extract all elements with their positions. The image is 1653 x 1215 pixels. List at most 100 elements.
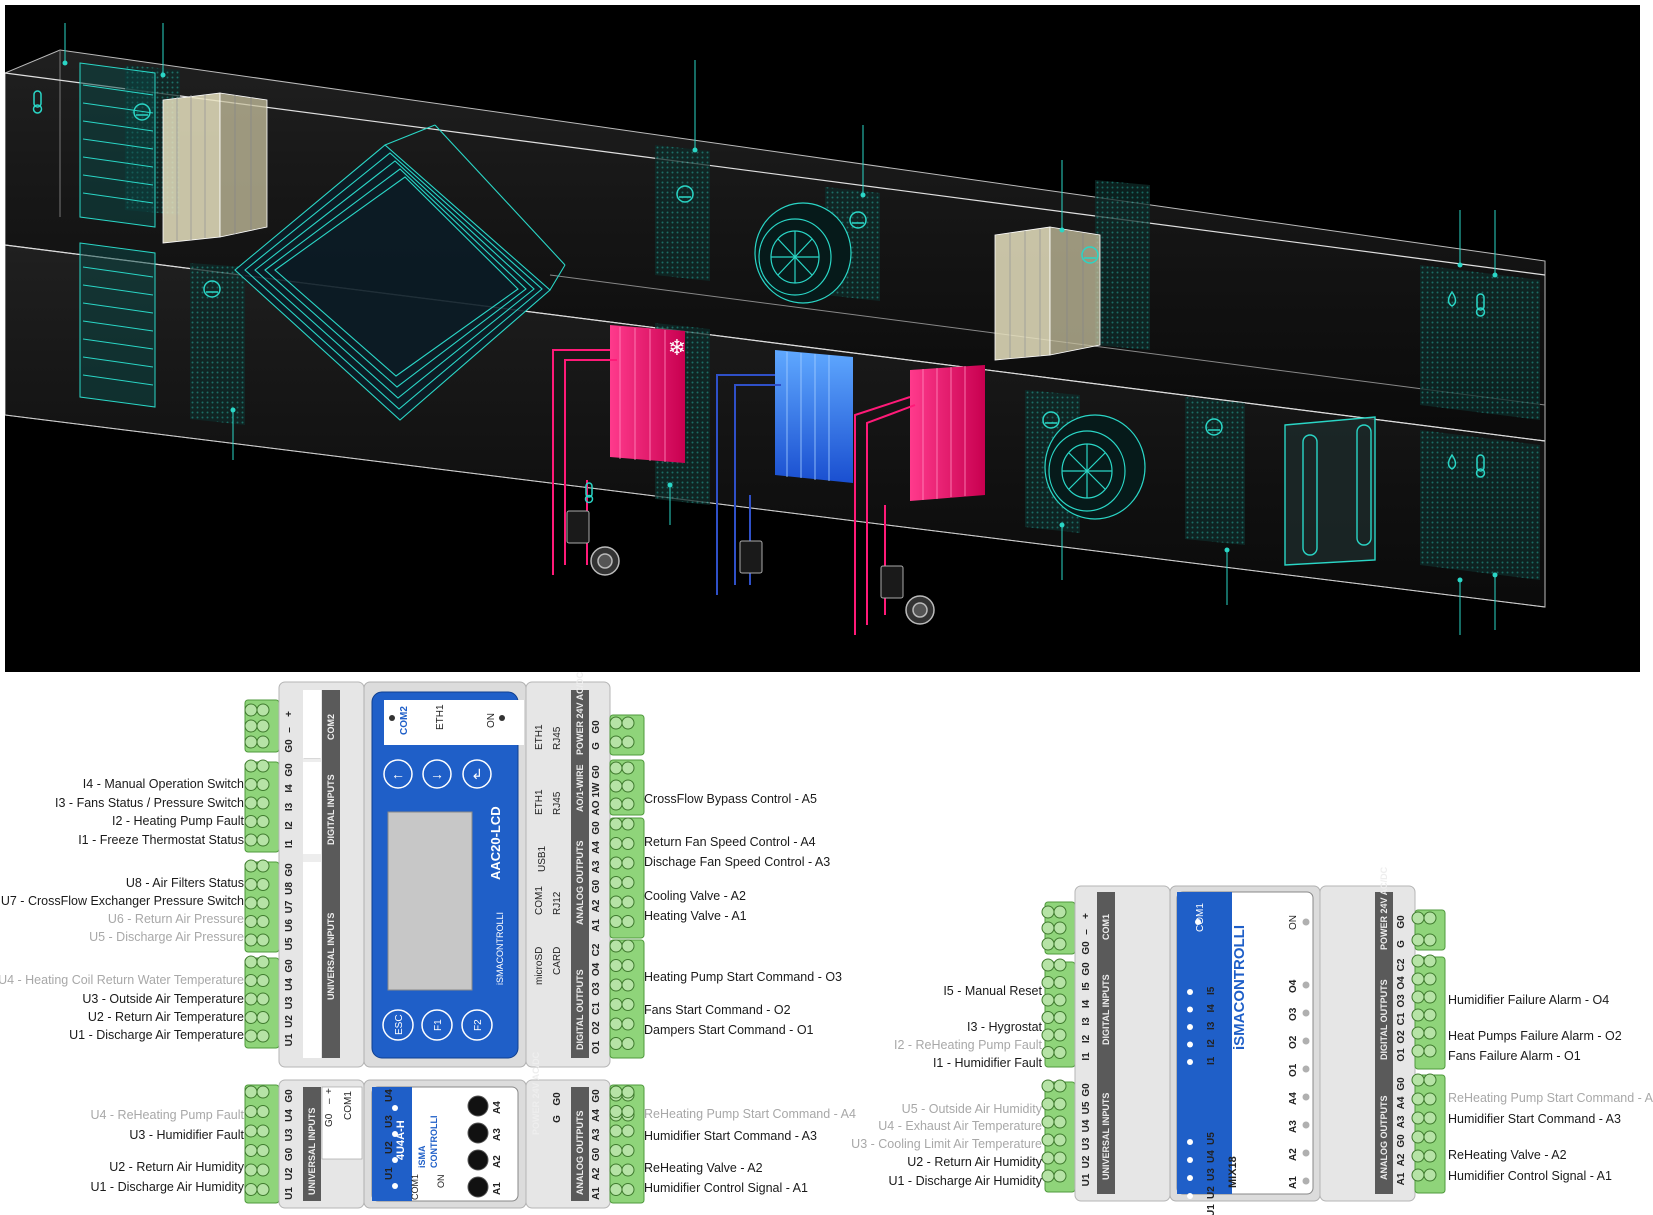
mix-ui-terminal-label: U1 <box>1081 1173 1092 1186</box>
output-led <box>1302 1065 1310 1073</box>
4u4ah-com-g0: G0 <box>324 1113 335 1127</box>
input-led <box>1187 989 1193 995</box>
mix18-group-digital-inputs-label: DIGITAL INPUTS <box>1101 974 1111 1045</box>
crossflow-heat-exchanger <box>234 124 566 421</box>
led-label: U3 <box>1206 1168 1217 1181</box>
thermometer-icon <box>1475 454 1486 478</box>
terminal-screw <box>1411 972 1425 986</box>
terminal-screw <box>1053 1115 1067 1129</box>
input-led <box>392 1105 398 1111</box>
mix-do-terminal-label: O3 <box>1396 994 1407 1008</box>
terminal-screw <box>1053 958 1067 972</box>
mix18-left-signal-label: U4 - Exhaust Air Temperature <box>878 1119 1042 1133</box>
mix18-group-power-label: POWER 24V AC/DC <box>1379 866 1389 950</box>
mix18-left-signal-label: I3 - Hygrostat <box>967 1020 1043 1034</box>
output-dial <box>467 1122 489 1144</box>
terminal-screw <box>621 779 635 793</box>
led-label: U3 <box>384 1115 395 1128</box>
terminal-screw <box>244 833 258 847</box>
terminal-screw <box>609 978 623 992</box>
4u4ah-com-plus: + <box>324 1088 335 1094</box>
led-label: U2 <box>384 1141 395 1154</box>
com2-led <box>389 715 395 721</box>
power-led <box>1302 918 1310 926</box>
terminal-screw <box>1053 1151 1067 1165</box>
terminal-screw <box>256 815 270 828</box>
ui-terminal-label: U1 <box>284 1033 295 1046</box>
u4ah-power-terminal-label: G <box>552 1115 563 1123</box>
mix18-blue-strip <box>1177 892 1232 1194</box>
pressure-switch-icon <box>1205 418 1223 436</box>
terminal-screw <box>1423 972 1437 986</box>
input-led <box>1187 1175 1193 1181</box>
terminal-screw <box>621 939 635 953</box>
terminal-screw <box>244 933 258 947</box>
dial-label: A3 <box>492 1128 503 1141</box>
led-label: U1 <box>384 1167 395 1180</box>
terminal-screw <box>621 998 635 1011</box>
terminal-screw <box>1041 958 1055 972</box>
mix18-left-signal-label: U3 - Cooling Limit Air Temperature <box>851 1137 1042 1151</box>
pressure-switch-icon <box>133 103 151 121</box>
ui-terminal-label: G0 <box>284 959 295 973</box>
terminal-screw <box>1041 1115 1055 1129</box>
u4ah-right-signal-label: Humidifier Start Command - A3 <box>644 1129 817 1143</box>
group-bar-com2 <box>303 690 321 758</box>
mix18-left-signal-label: U1 - Discharge Air Humidity <box>888 1174 1042 1188</box>
mix18-module <box>1044 885 1446 1202</box>
terminal-screw <box>1411 990 1425 1004</box>
led-label: U4 <box>384 1089 395 1102</box>
pressure-sensor-icon <box>1042 411 1060 429</box>
terminal-screw <box>256 759 270 773</box>
ui-terminal-label: U3 <box>284 996 295 1009</box>
terminal-screw <box>244 1011 258 1024</box>
input-led <box>1187 1024 1193 1030</box>
led-label: I4 <box>1206 1004 1217 1013</box>
aac20-top-white-area <box>384 700 524 745</box>
led-label: O4 <box>1288 979 1299 993</box>
terminal-screw <box>609 959 623 972</box>
terminal-screw <box>609 817 623 831</box>
terminal-screw <box>1423 1149 1437 1163</box>
terminal-screw <box>1041 905 1055 919</box>
aac20-left-signal-label: U2 - Return Air Temperature <box>88 1010 244 1024</box>
pressure-switch-icon <box>1081 246 1099 264</box>
socket-rj45-label: RJ45 <box>552 791 563 815</box>
terminal-screw <box>609 1144 623 1157</box>
terminal-screw <box>1411 1008 1425 1022</box>
output-dial <box>467 1095 489 1117</box>
terminal-screw <box>621 915 635 928</box>
u4ah-ao-terminal-label: G0 <box>591 1147 602 1161</box>
mix-di-terminal-label: G0 <box>1081 962 1092 976</box>
terminal-screw <box>1053 1079 1067 1093</box>
aac20-left-signal-label: U7 - CrossFlow Exchanger Pressure Switch <box>1 894 244 908</box>
terminal-screw <box>1423 1073 1437 1087</box>
led-label: U5 <box>1206 1132 1217 1145</box>
terminal-layer: +–G0G0I4I3I2I1G0U8U7U6U5G0U4U3U2U1G0GG01… <box>244 703 1437 1215</box>
terminal-screw <box>609 1105 623 1118</box>
mix18-right-signal-label: Heat Pumps Failure Alarm - O2 <box>1448 1029 1622 1043</box>
terminal-screw <box>1053 976 1067 989</box>
u4ah-ao-terminal-label: A1 <box>591 1187 602 1200</box>
input-led <box>1187 1139 1193 1145</box>
mix-ui-terminal-label: G0 <box>1081 1083 1092 1097</box>
enter-button <box>462 759 492 789</box>
output-led <box>1302 981 1310 989</box>
ao-terminal-label: G0 <box>591 821 602 835</box>
terminal-screw <box>256 915 270 928</box>
led-label: I1 <box>1206 1056 1217 1065</box>
mix18-left-signal-label: U2 - Return Air Humidity <box>907 1155 1043 1169</box>
4u4ah-com-minus: – <box>324 1098 335 1104</box>
terminal-screw <box>1053 921 1067 935</box>
terminal-screw <box>244 1163 258 1177</box>
ahu-3d-scene: ❄ <box>5 5 1640 672</box>
aac20-left-signal-label: I3 - Fans Status / Pressure Switch <box>55 796 244 810</box>
terminal-screw <box>244 859 258 873</box>
mix-do-terminal-label: C2 <box>1396 958 1407 971</box>
4u4ah-blue-strip <box>372 1087 412 1201</box>
mix-do-terminal-label: O2 <box>1396 1030 1407 1044</box>
terminal-screw <box>244 1105 258 1118</box>
terminal-screw <box>609 1163 623 1177</box>
terminal-screw <box>621 797 635 811</box>
